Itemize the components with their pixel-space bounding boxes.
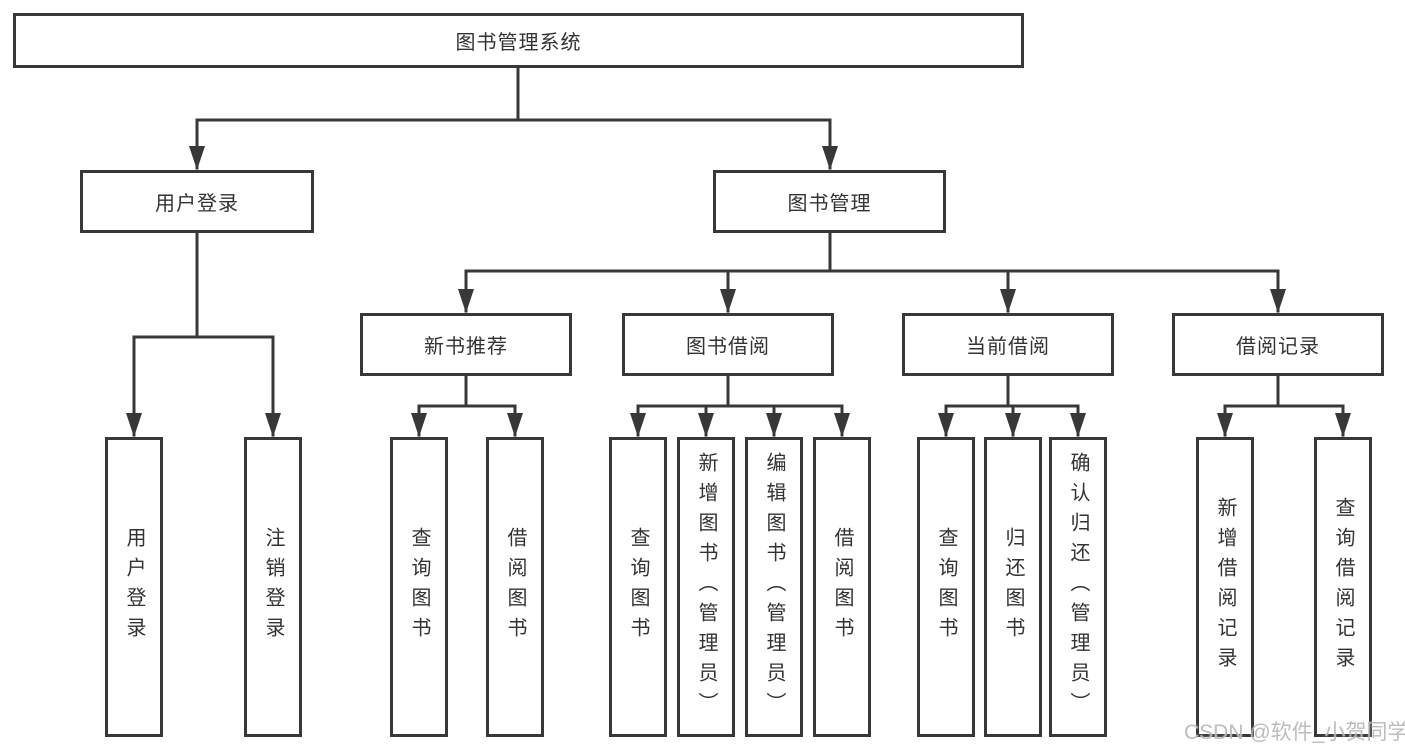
node-label: 借阅图书 bbox=[831, 527, 853, 647]
node-book-management: 图书管理 bbox=[713, 170, 946, 233]
node-label: 新增图书（管理员） bbox=[695, 452, 717, 722]
node-book-borrow: 图书借阅 bbox=[622, 313, 834, 376]
node-label: 图书管理 bbox=[787, 193, 872, 215]
node-new-book-recommend: 新书推荐 bbox=[360, 313, 572, 376]
leaf-add-books-admin: 新增图书（管理员） bbox=[677, 437, 735, 737]
node-label: 归还图书 bbox=[1002, 527, 1024, 647]
leaf-edit-books-admin: 编辑图书（管理员） bbox=[745, 437, 803, 737]
node-label: 用户登录 bbox=[123, 527, 145, 647]
node-current-borrow: 当前借阅 bbox=[902, 313, 1114, 376]
leaf-logout: 注销登录 bbox=[244, 437, 302, 737]
leaf-borrow-books: 借阅图书 bbox=[813, 437, 871, 737]
node-borrow-records: 借阅记录 bbox=[1172, 313, 1384, 376]
arrowheads bbox=[126, 146, 1351, 437]
leaf-user-login: 用户登录 bbox=[105, 437, 163, 737]
node-label: 查询图书 bbox=[627, 527, 649, 647]
node-label: 编辑图书（管理员） bbox=[763, 452, 785, 722]
leaf-confirm-return-admin: 确认归还（管理员） bbox=[1049, 437, 1107, 737]
leaf-query-books: 查询图书 bbox=[390, 437, 448, 737]
leaf-query-books: 查询图书 bbox=[609, 437, 667, 737]
node-user-login: 用户登录 bbox=[80, 170, 314, 233]
leaf-add-borrow-record: 新增借阅记录 bbox=[1196, 437, 1254, 737]
node-label: 新书推荐 bbox=[424, 336, 508, 358]
node-label: 查询图书 bbox=[935, 527, 957, 647]
node-label: 当前借阅 bbox=[966, 336, 1050, 358]
node-label: 用户登录 bbox=[155, 193, 239, 215]
node-label: 查询借阅记录 bbox=[1332, 497, 1354, 677]
node-root: 图书管理系统 bbox=[13, 13, 1024, 68]
node-label: 新增借阅记录 bbox=[1214, 497, 1236, 677]
node-label: 图书管理系统 bbox=[455, 32, 582, 54]
leaf-return-books: 归还图书 bbox=[984, 437, 1042, 737]
leaf-query-borrow-record: 查询借阅记录 bbox=[1314, 437, 1372, 737]
leaf-query-books: 查询图书 bbox=[917, 437, 975, 737]
leaf-borrow-books: 借阅图书 bbox=[486, 437, 544, 737]
node-label: 借阅记录 bbox=[1236, 336, 1320, 358]
node-label: 借阅图书 bbox=[504, 527, 526, 647]
node-label: 确认归还（管理员） bbox=[1067, 452, 1089, 722]
watermark: CSDN @软件_小贺同学 bbox=[1184, 721, 1405, 744]
node-label: 查询图书 bbox=[408, 527, 430, 647]
node-label: 图书借阅 bbox=[686, 336, 770, 358]
node-label: 注销登录 bbox=[262, 527, 284, 647]
